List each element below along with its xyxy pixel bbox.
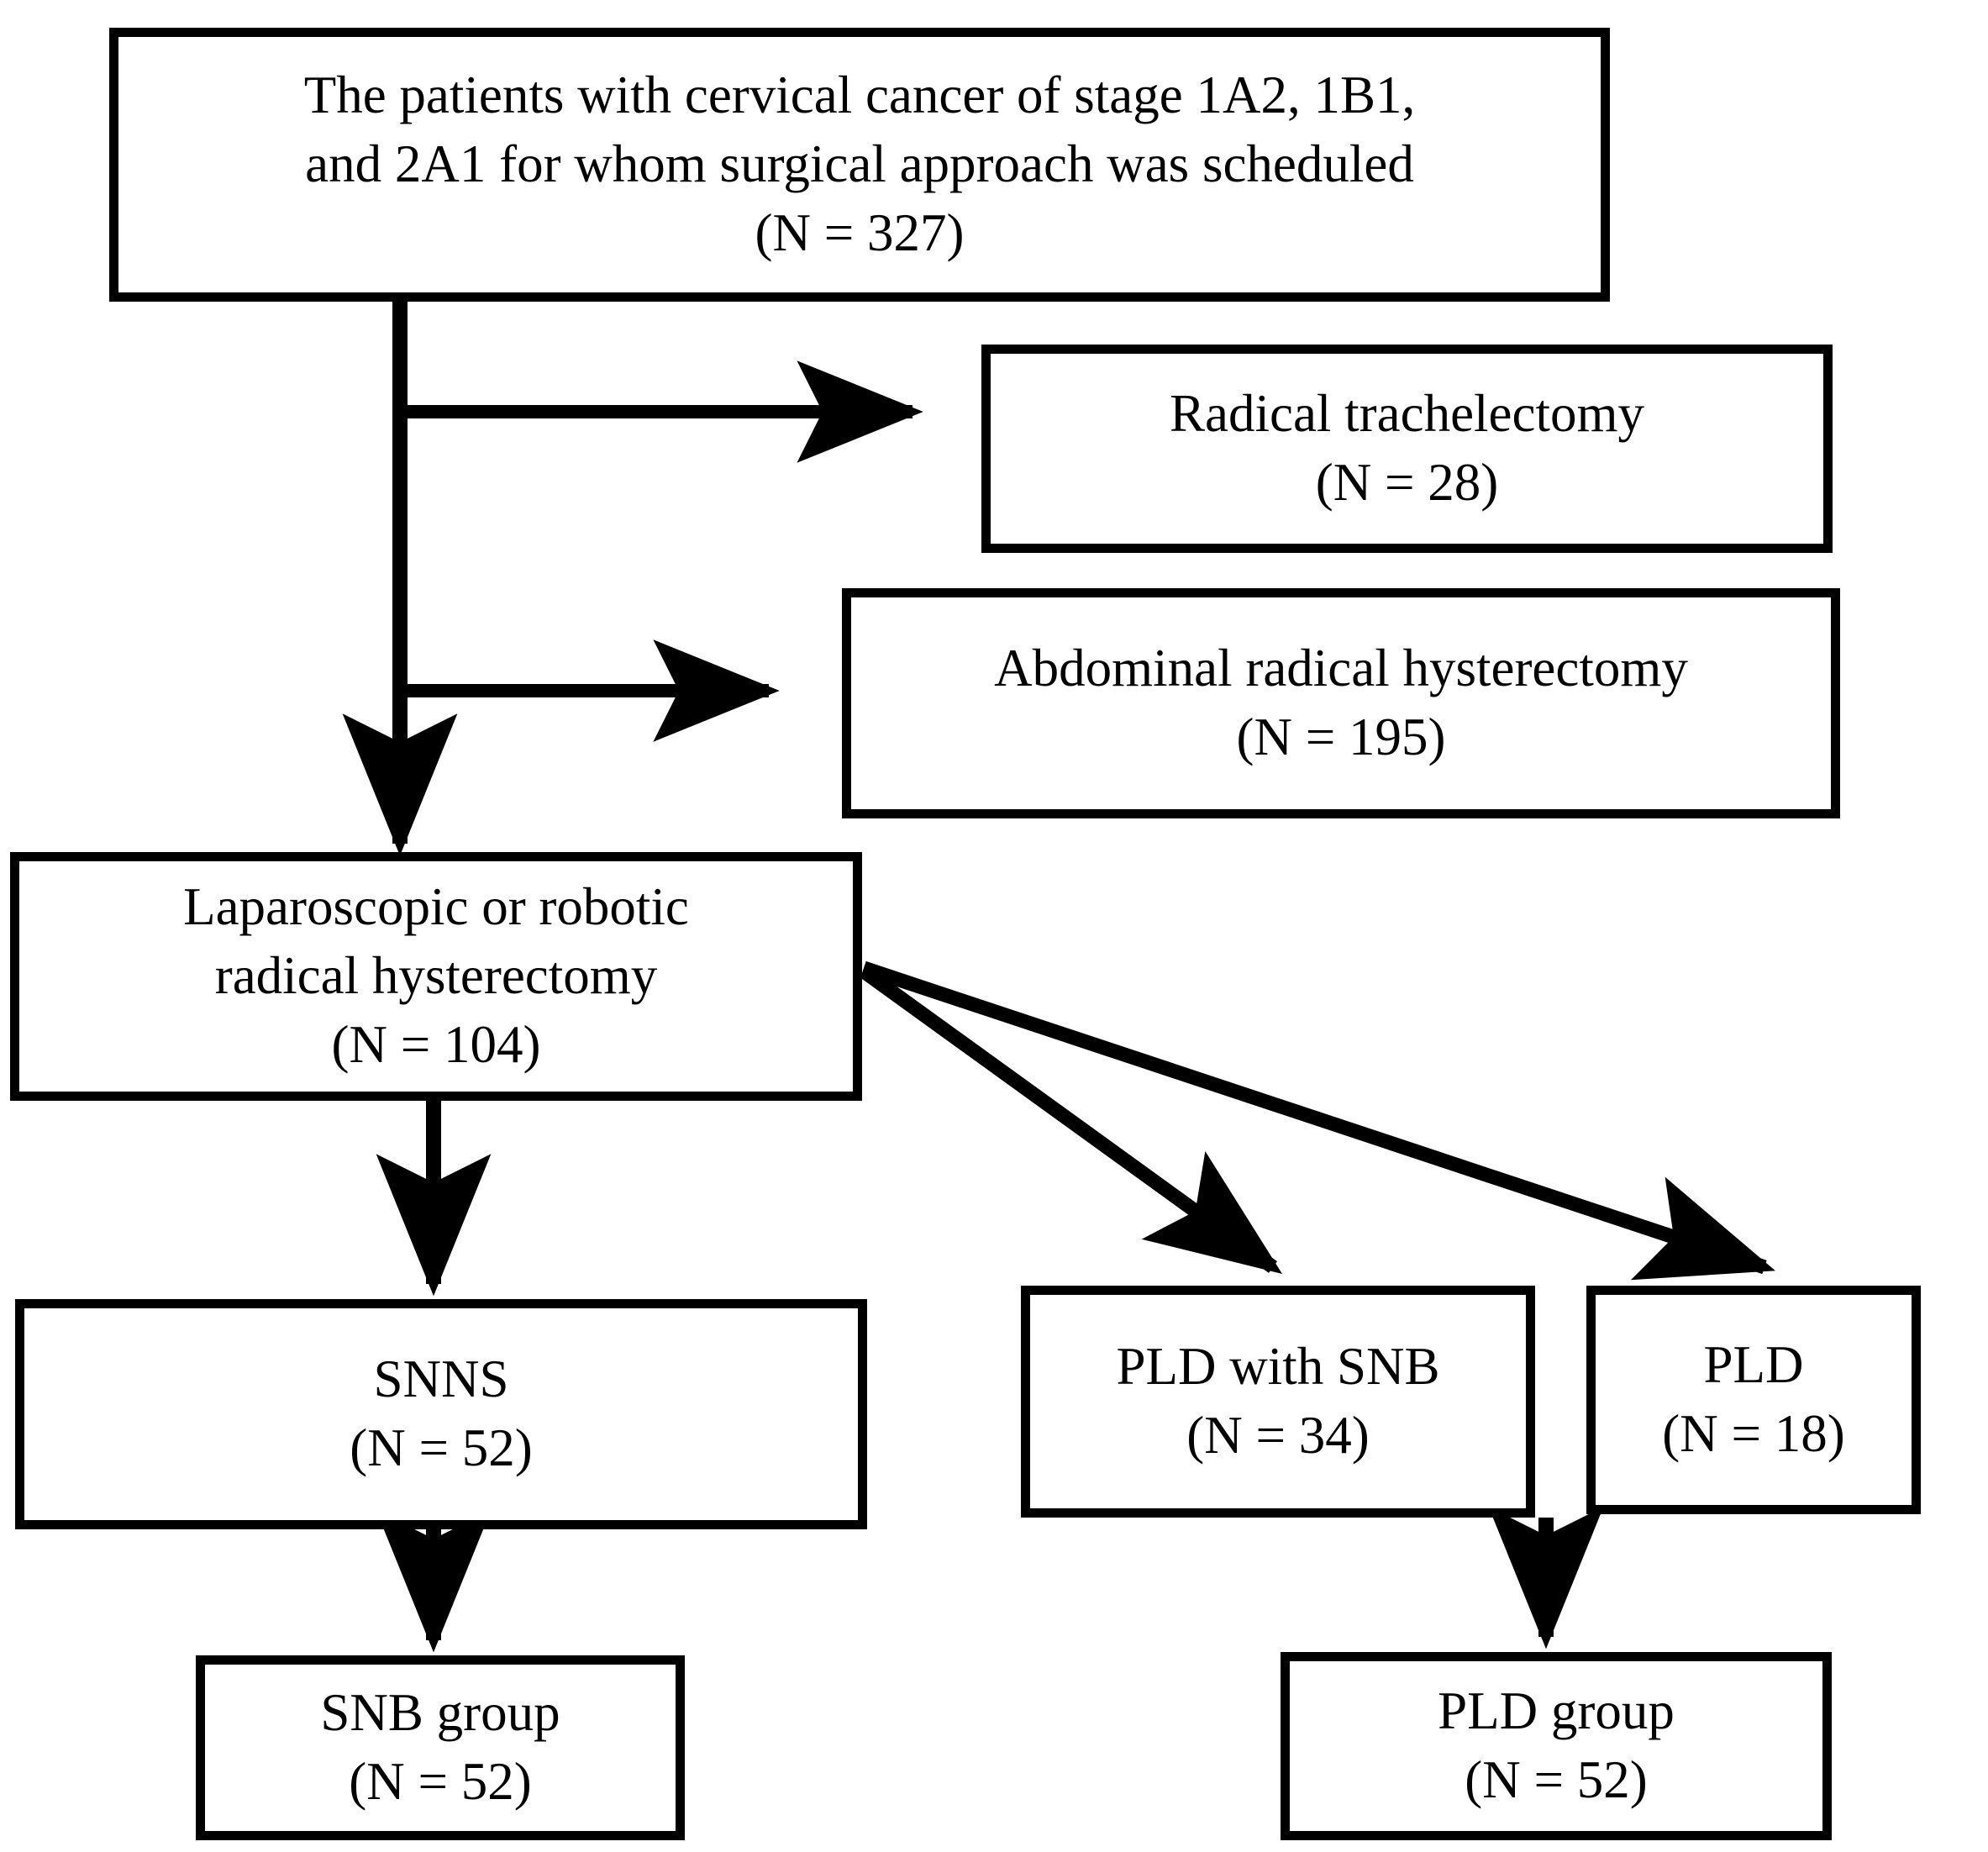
edge-laparoscopic-to-pld-with-snb (860, 965, 1283, 1274)
node-pld-count: (N = 18) (1662, 1404, 1845, 1463)
node-snb-group: SNB group (N = 52) (196, 1655, 685, 1840)
node-radical-trachelectomy: Radical trachelectomy (N = 28) (981, 345, 1833, 553)
node-source-cohort-count: (N = 327) (755, 203, 965, 262)
node-pld-with-snb: PLD with SNB (N = 34) (1021, 1286, 1535, 1518)
node-abdominal-radical-hysterectomy-label: Abdominal radical hysterectomy (994, 639, 1688, 698)
edge-laparoscopic-to-pld (861, 960, 1775, 1281)
node-source-cohort: The patients with cervical cancer of sta… (109, 28, 1610, 302)
node-radical-trachelectomy-label: Radical trachelectomy (1170, 384, 1644, 444)
node-pld: PLD (N = 18) (1586, 1286, 1921, 1514)
node-snb-group-label: SNB group (320, 1683, 560, 1743)
node-pld-with-snb-count: (N = 34) (1186, 1406, 1370, 1465)
node-pld-group: PLD group (N = 52) (1281, 1652, 1832, 1840)
node-pld-group-label: PLD group (1438, 1681, 1675, 1741)
node-abdominal-radical-hysterectomy: Abdominal radical hysterectomy (N = 195) (842, 588, 1840, 818)
node-laparoscopic-radical-hysterectomy-line-1: Laparoscopic or robotic (183, 877, 689, 937)
node-snb-group-count: (N = 52) (349, 1752, 532, 1811)
node-snns-label: SNNS (373, 1350, 509, 1409)
node-source-cohort-line-2: and 2A1 for whom surgical approach was s… (305, 134, 1414, 194)
node-abdominal-radical-hysterectomy-count: (N = 195) (1236, 708, 1446, 766)
node-pld-with-snb-label: PLD with SNB (1116, 1337, 1440, 1397)
node-snns: SNNS (N = 52) (15, 1299, 867, 1529)
node-laparoscopic-radical-hysterectomy: Laparoscopic or robotic radical hysterec… (10, 852, 862, 1101)
node-laparoscopic-radical-hysterectomy-count: (N = 104) (331, 1014, 541, 1074)
node-source-cohort-line-1: The patients with cervical cancer of sta… (303, 66, 1416, 125)
node-snns-count: (N = 52) (350, 1418, 533, 1477)
node-pld-label: PLD (1703, 1335, 1804, 1395)
node-radical-trachelectomy-count: (N = 28) (1315, 453, 1499, 512)
node-pld-group-count: (N = 52) (1465, 1750, 1648, 1809)
node-laparoscopic-radical-hysterectomy-line-2: radical hysterectomy (214, 946, 658, 1006)
